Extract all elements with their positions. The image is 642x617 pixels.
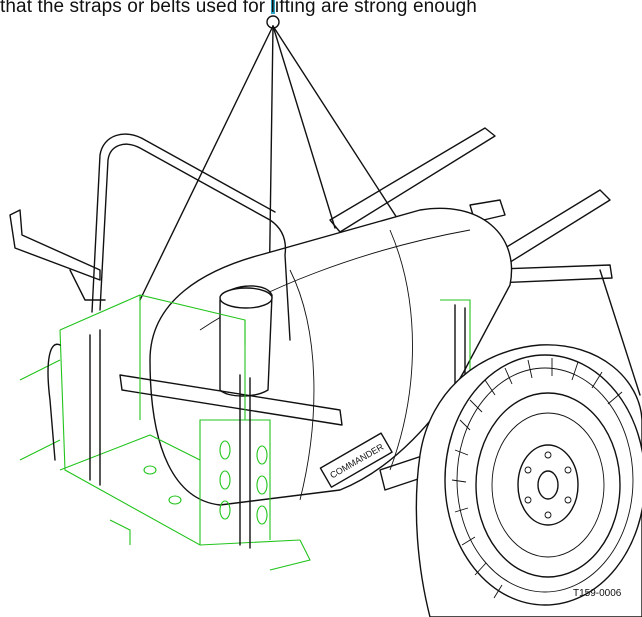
instruction-caption: that the straps or belts used for liftin… [0,0,477,17]
rollover-frame [9,133,343,426]
figure-reference: T159-0006 [573,588,622,599]
wheel [415,344,642,617]
